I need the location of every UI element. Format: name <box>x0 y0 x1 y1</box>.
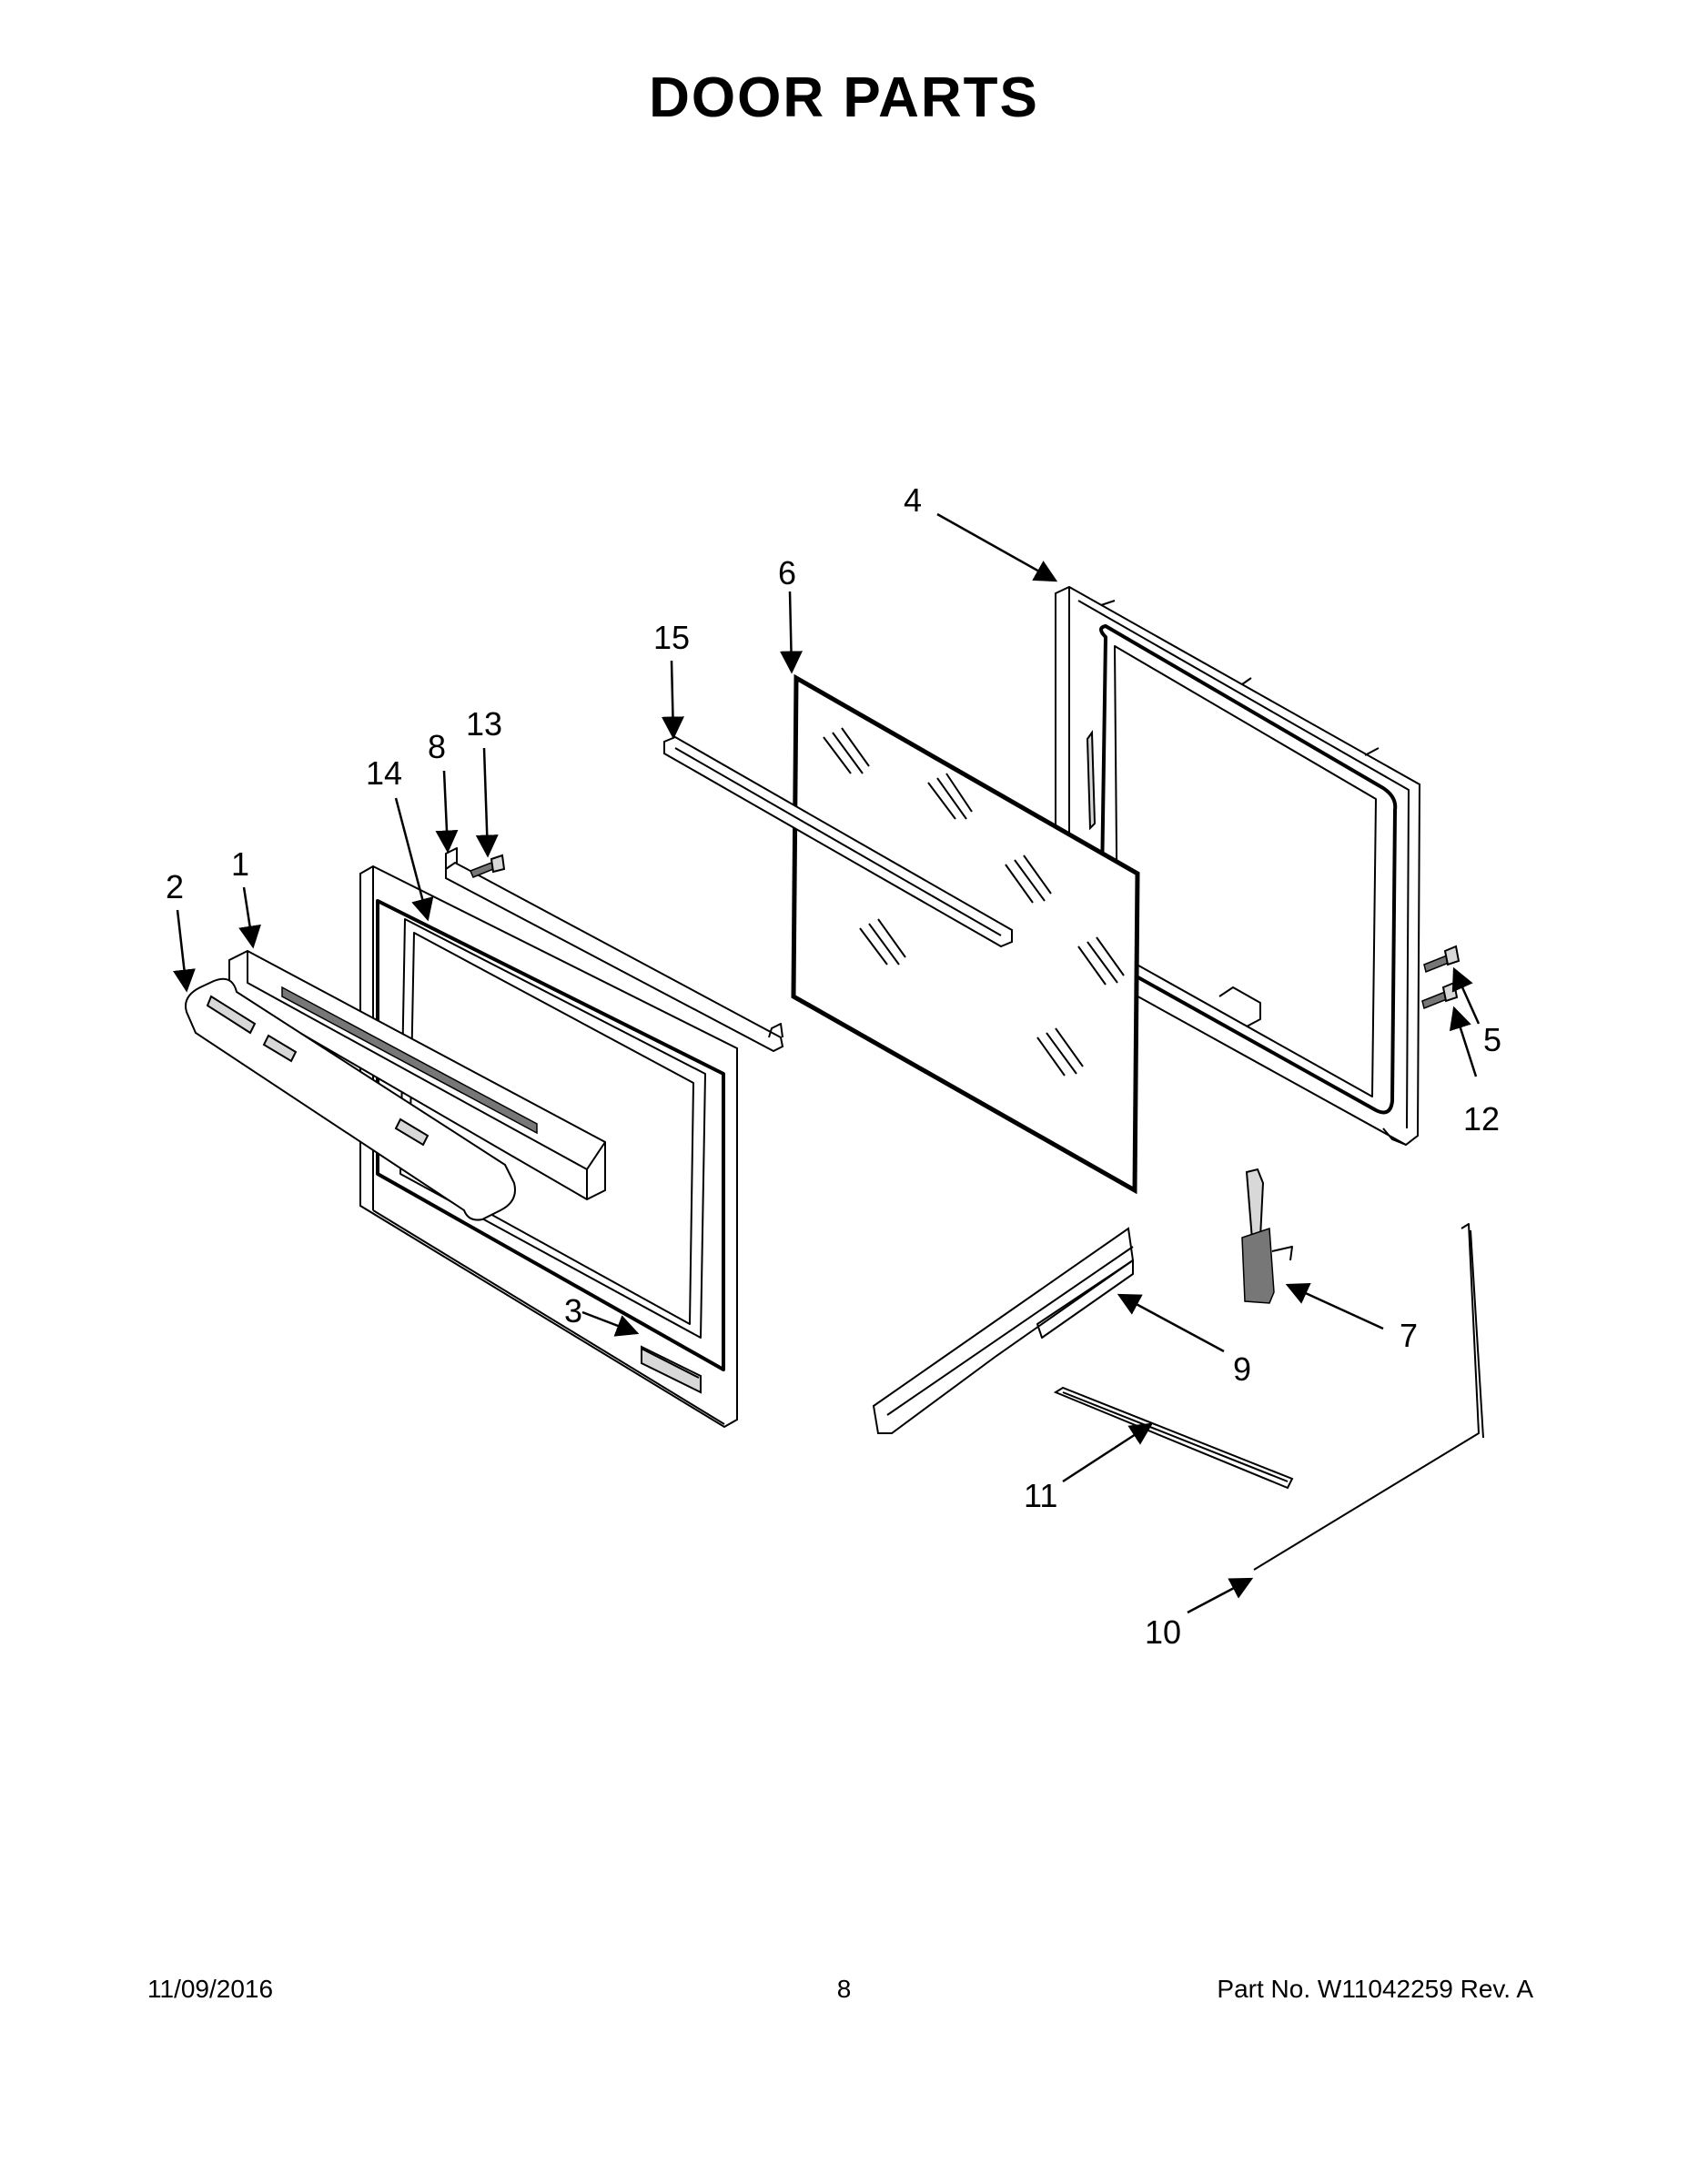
part-4-inner-door-frame <box>1055 585 1421 1147</box>
callout-5: 5 <box>1483 1021 1501 1058</box>
part-13-screw <box>470 854 506 878</box>
part-12-screw <box>1421 981 1459 1010</box>
page-title: DOOR PARTS <box>649 66 1039 129</box>
callout-14: 14 <box>366 754 402 792</box>
part-3-badge <box>641 1348 700 1379</box>
callout-12: 12 <box>1463 1100 1500 1138</box>
callout-13: 13 <box>466 705 502 743</box>
footer-date: 11/09/2016 <box>147 1975 274 2003</box>
callout-8: 8 <box>428 728 446 765</box>
part-11-lower-strip <box>1053 1386 1294 1490</box>
footer-page-number: 8 <box>836 1975 852 2003</box>
leader-lines <box>173 512 1481 1614</box>
part-10-door-gasket <box>1253 1223 1484 1571</box>
part-9-hinge-channel <box>872 1227 1135 1434</box>
part-8-door-bracket <box>445 847 784 1053</box>
footer-part-number: Part No. W11042259 Rev. A <box>1217 1975 1533 2003</box>
callout-10: 10 <box>1145 1613 1181 1651</box>
callout-9: 9 <box>1233 1350 1251 1388</box>
part-1-handle-trim <box>228 949 606 1201</box>
callout-3: 3 <box>564 1292 582 1330</box>
callout-1: 1 <box>231 845 249 883</box>
callout-4: 4 <box>904 481 922 519</box>
part-6-door-glass <box>791 673 1140 1195</box>
callout-7: 7 <box>1400 1317 1418 1354</box>
part-7-door-hinge <box>1241 1168 1293 1304</box>
callout-6: 6 <box>778 554 796 592</box>
callout-11: 11 <box>1024 1477 1057 1514</box>
part-5-screw <box>1423 945 1461 974</box>
callout-15: 15 <box>653 619 690 656</box>
callout-2: 2 <box>166 868 184 905</box>
